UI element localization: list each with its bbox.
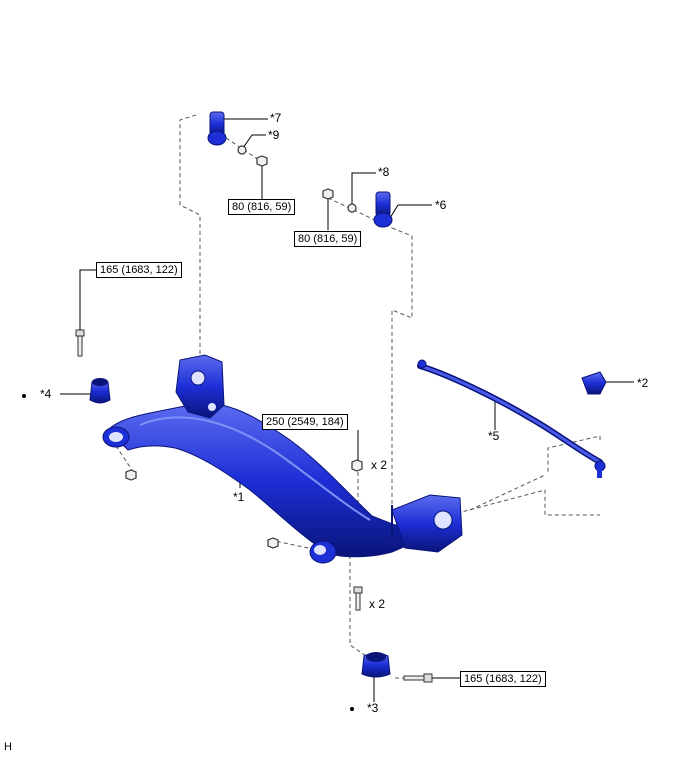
bolt-center (353, 586, 363, 611)
leader-lines (60, 118, 634, 702)
new-part-dot-3 (350, 707, 354, 711)
stabilizer-bracket-part (581, 371, 607, 395)
shock-absorber-left-part (207, 111, 227, 146)
callout-9: *9 (268, 128, 280, 142)
callout-1: *1 (233, 490, 245, 504)
rear-axle-beam-part (102, 354, 463, 564)
shock-absorber-right-part (373, 191, 393, 228)
torque-box-left-bolt: 165 (1683, 122) (96, 262, 182, 278)
callout-3: *3 (367, 701, 379, 715)
callout-4: *4 (40, 387, 52, 401)
bushing-left-part (89, 378, 111, 404)
bolt-lower (403, 673, 433, 683)
quantity-nut: x 2 (371, 458, 388, 472)
callout-5: *5 (488, 429, 500, 443)
torque-box-lower-bolt: 165 (1683, 122) (460, 671, 546, 687)
bolt-left (75, 329, 85, 357)
new-part-dot-4 (22, 394, 26, 398)
bushing-right-part (361, 652, 391, 678)
corner-code: H (4, 741, 12, 753)
callout-2: *2 (637, 376, 649, 390)
callout-8: *8 (378, 165, 390, 179)
stabilizer-bar-part (417, 359, 606, 478)
fasteners (125, 145, 363, 549)
quantity-bolt: x 2 (369, 597, 386, 611)
callout-6: *6 (435, 198, 447, 212)
torque-box-upper-right: 80 (816, 59) (294, 231, 362, 247)
callout-7: *7 (270, 111, 282, 125)
torque-box-center-nut: 250 (2549, 184) (262, 414, 348, 430)
torque-box-upper-left: 80 (816, 59) (228, 199, 296, 215)
